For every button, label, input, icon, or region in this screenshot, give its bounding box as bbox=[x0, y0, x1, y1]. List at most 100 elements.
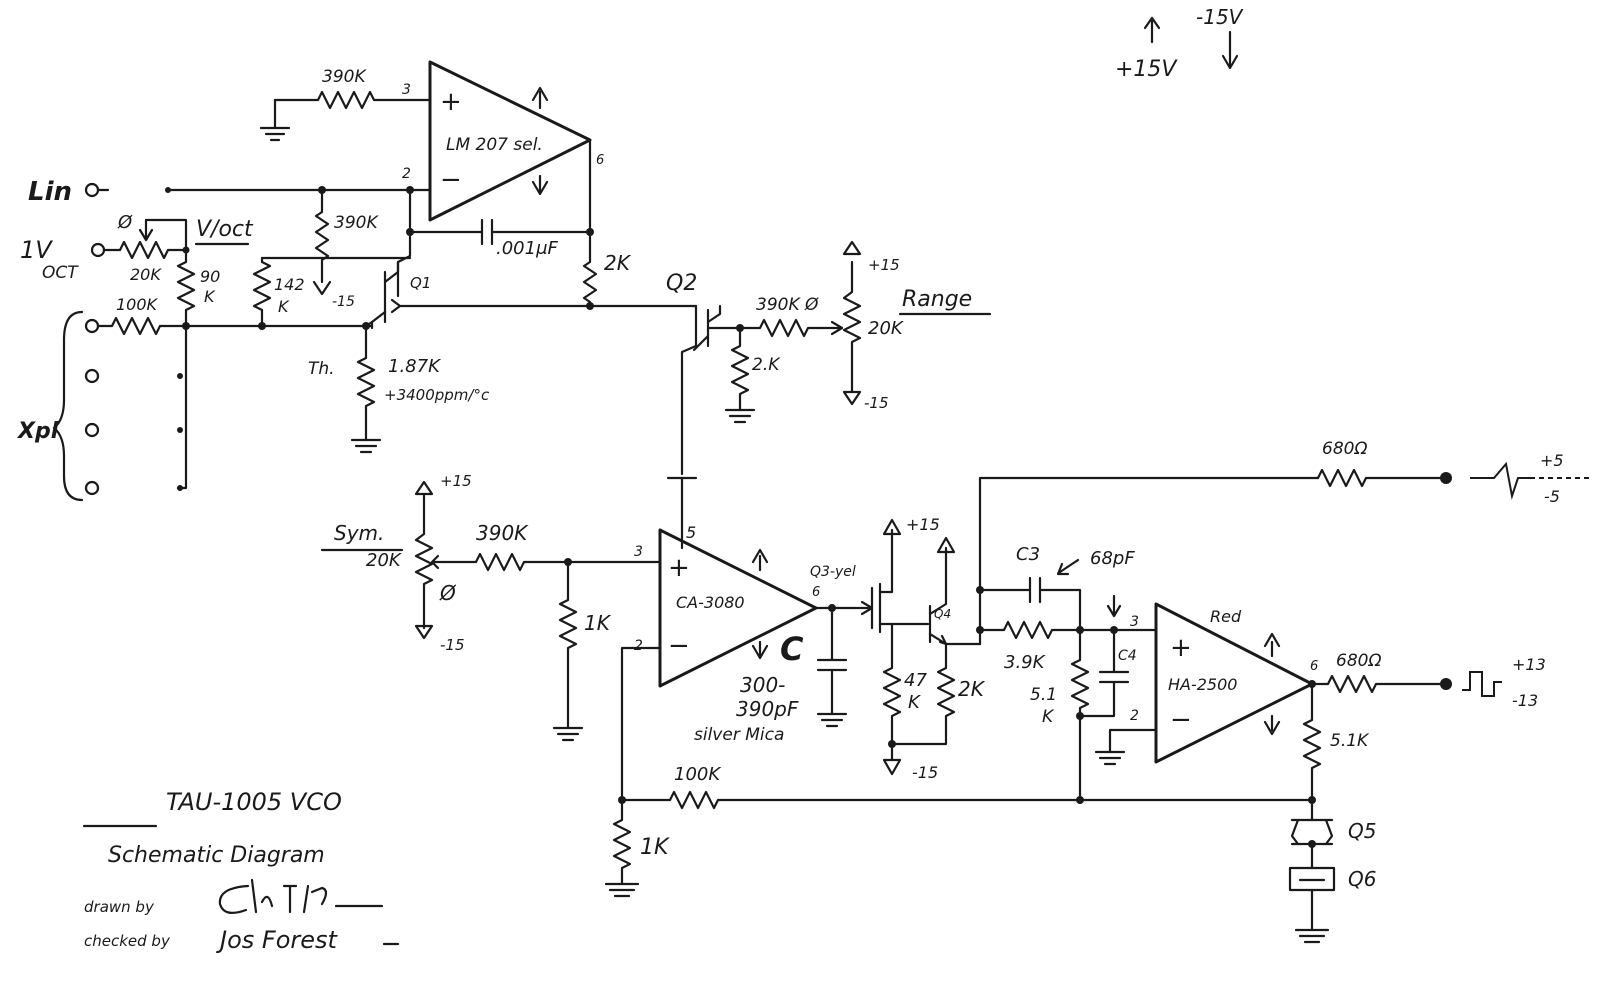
range-label: Range bbox=[902, 287, 972, 312]
q2-transistor: Q2 bbox=[588, 271, 742, 480]
checked-by-label: checked by bbox=[84, 932, 171, 950]
svg-text:-13: -13 bbox=[1512, 691, 1538, 710]
svg-text:OCT: OCT bbox=[42, 263, 79, 283]
svg-text:-15: -15 bbox=[912, 763, 938, 782]
title: TAU-1005 VCO bbox=[166, 788, 342, 816]
svg-text:3: 3 bbox=[1130, 614, 1139, 630]
svg-text:-5: -5 bbox=[1544, 487, 1560, 506]
r-2k-q2-label: 2.K bbox=[752, 355, 781, 375]
c3-val-label: 68pF bbox=[1090, 548, 1135, 569]
power-legend: +15V -15V bbox=[1115, 5, 1244, 82]
r-1k-sym-label: 1K bbox=[584, 611, 612, 635]
r-100k-in-label: 100K bbox=[116, 295, 159, 314]
svg-text:2: 2 bbox=[402, 166, 411, 182]
svg-text:2: 2 bbox=[634, 638, 643, 654]
feedback-network: 100K 1K bbox=[604, 764, 1314, 898]
r-187k-label: 1.87K bbox=[388, 356, 441, 377]
sym-pot-label: 20K bbox=[366, 550, 402, 571]
svg-text:6: 6 bbox=[1310, 659, 1318, 674]
symmetry-control: Sym. 20K +15 -15 Ø 390K 1K bbox=[320, 472, 662, 742]
square-output-net: 680Ω +13 -13 5.1K bbox=[1302, 651, 1546, 804]
q5-label: Q5 bbox=[1348, 819, 1376, 843]
ca3080-ota: + − CA-3080 3 2 6 5 bbox=[620, 476, 820, 802]
q3-label: Q3-yel bbox=[810, 564, 856, 580]
svg-text:3: 3 bbox=[402, 82, 411, 98]
r-2k-q4-label: 2K bbox=[958, 677, 986, 701]
neg-supply-label: -15V bbox=[1196, 5, 1244, 29]
input-lin: Lin bbox=[28, 177, 110, 207]
r-390k-sym-label: 390K bbox=[476, 521, 529, 545]
svg-text:390pF: 390pF bbox=[736, 697, 799, 721]
lm207-minus-net: -15 390K .001μF 2K bbox=[165, 138, 632, 310]
svg-text:+: + bbox=[1170, 633, 1192, 663]
title-block: TAU-1005 VCO Schematic Diagram drawn by … bbox=[82, 788, 400, 954]
svg-text:K: K bbox=[908, 692, 921, 713]
r-2k-out-label: 2K bbox=[604, 251, 632, 275]
q4-label: Q4 bbox=[934, 607, 951, 621]
svg-text:Ø: Ø bbox=[117, 212, 133, 233]
sym-label: Sym. bbox=[334, 521, 384, 545]
v-oct-label: V/oct bbox=[196, 217, 254, 242]
svg-text:5.1: 5.1 bbox=[1030, 685, 1057, 705]
silver-mica-label: silver Mica bbox=[694, 725, 784, 745]
drawn-by-signature bbox=[218, 878, 384, 915]
svg-text:+15: +15 bbox=[440, 472, 472, 490]
svg-text:−: − bbox=[1170, 705, 1192, 735]
range-control: 390K Ø +15 -15 20K Range 2.K bbox=[724, 240, 992, 424]
svg-text:-15: -15 bbox=[864, 394, 889, 412]
r-390k-plus-label: 390K bbox=[322, 67, 367, 87]
th-label: Th. bbox=[308, 359, 335, 379]
ha2500-comparator: + − HA-2500 Red 3 2 6 bbox=[1094, 602, 1318, 766]
svg-text:-15: -15 bbox=[440, 636, 465, 654]
lm207-plus-input: 390K bbox=[259, 67, 432, 142]
checked-by-signature: Jos Forest bbox=[216, 926, 339, 954]
pos-supply-label: +15V bbox=[1115, 57, 1178, 82]
cap-c-label: C bbox=[780, 630, 804, 668]
q2-label: Q2 bbox=[666, 271, 697, 296]
ha2500-tag: Red bbox=[1210, 607, 1242, 626]
tempco-label: +3400ppm/°c bbox=[384, 386, 490, 404]
input-1v-oct: 1V OCT Ø 20K V/oct 90 K bbox=[20, 212, 254, 328]
sawtooth-output-net: 680Ω +5 -5 bbox=[978, 439, 1590, 646]
subtitle: Schematic Diagram bbox=[108, 843, 325, 868]
svg-text:6: 6 bbox=[812, 585, 820, 600]
svg-text:6: 6 bbox=[596, 153, 604, 168]
svg-text:+15: +15 bbox=[868, 256, 900, 274]
xpl-label: Xpl bbox=[16, 419, 59, 444]
lm207-opamp: + − LM 207 sel. 3 2 6 bbox=[402, 60, 604, 222]
svg-text:90: 90 bbox=[200, 267, 220, 286]
svg-text:3: 3 bbox=[634, 544, 643, 560]
r-100k-fb-label: 100K bbox=[674, 764, 721, 785]
svg-text:5: 5 bbox=[686, 523, 696, 542]
r-680-bot-label: 680Ω bbox=[1336, 651, 1381, 671]
svg-text:K: K bbox=[278, 297, 290, 316]
svg-text:2: 2 bbox=[1130, 708, 1139, 724]
q5-q6-clamp: Q5 Q6 bbox=[1288, 798, 1376, 944]
ha2500-label: HA-2500 bbox=[1168, 675, 1237, 694]
svg-text:+5: +5 bbox=[1540, 451, 1564, 470]
ca3080-label: CA-3080 bbox=[676, 593, 745, 612]
timing-capacitor: C 300- 390pF silver Mica bbox=[694, 600, 874, 745]
r-39k-label: 3.9K bbox=[1004, 652, 1046, 673]
svg-text:300-: 300- bbox=[740, 673, 785, 697]
c3-label: C3 bbox=[1016, 544, 1040, 565]
svg-text:K: K bbox=[204, 287, 216, 306]
r-1k-fb-label: 1K bbox=[640, 835, 670, 860]
q1-label: Q1 bbox=[410, 274, 431, 292]
svg-text:-15: -15 bbox=[332, 294, 355, 310]
input-xpl: Xpl 100K 142 K Th. 1.87K +3400ppm/°c bbox=[16, 256, 490, 502]
svg-text:47: 47 bbox=[904, 670, 927, 691]
svg-text:142: 142 bbox=[274, 275, 305, 294]
range-r-label: 390K Ø bbox=[756, 295, 819, 315]
range-pot-label: 20K bbox=[868, 318, 904, 339]
svg-text:+: + bbox=[440, 87, 462, 117]
q3-q4-buffer: +15 Q3-yel Q4 47 K 2K -15 bbox=[810, 515, 986, 782]
r-51k-out-label: 5.1K bbox=[1330, 731, 1370, 751]
svg-text:+13: +13 bbox=[1512, 655, 1546, 674]
r-680-top-label: 680Ω bbox=[1322, 439, 1367, 459]
cap-001-label: .001μF bbox=[496, 238, 559, 259]
svg-text:Ø: Ø bbox=[439, 581, 457, 605]
drawn-by-label: drawn by bbox=[84, 898, 155, 916]
svg-text:1V: 1V bbox=[20, 236, 53, 264]
svg-text:K: K bbox=[1042, 707, 1055, 727]
